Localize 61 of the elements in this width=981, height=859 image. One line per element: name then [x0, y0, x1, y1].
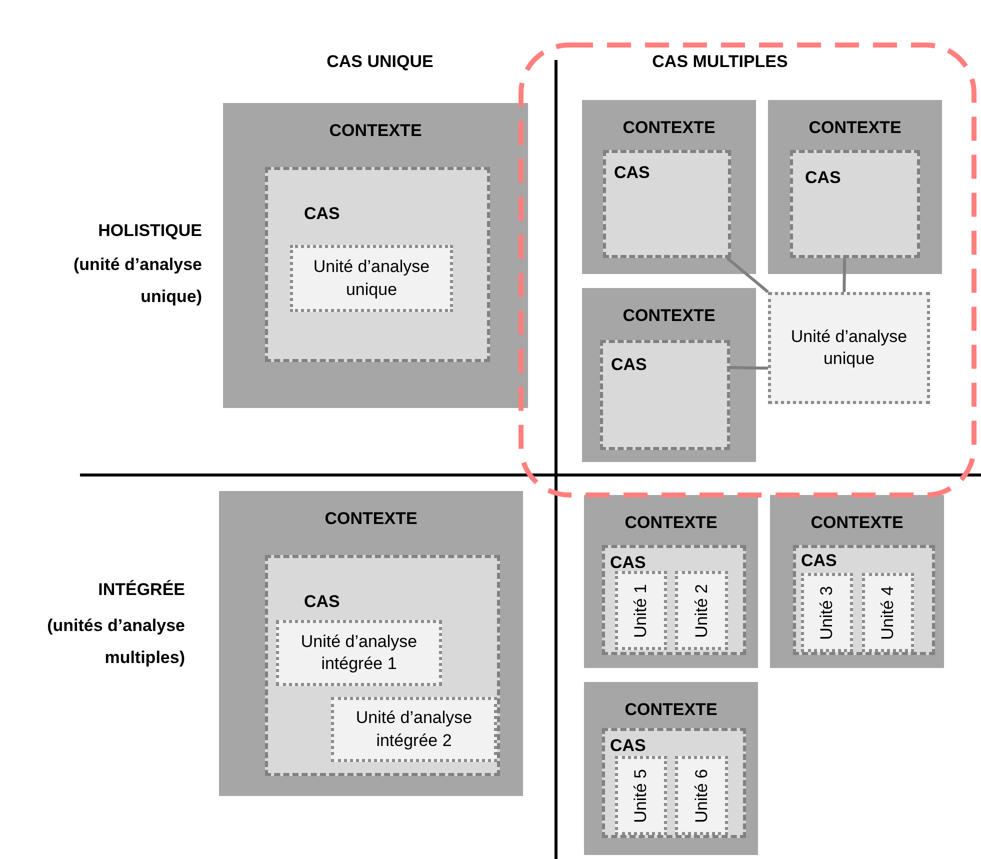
- unit-box: [675, 756, 728, 835]
- unit-label: Unité d’analyse unique: [312, 256, 431, 300]
- context-heading: CONTEXTE: [328, 121, 423, 141]
- unit-box: [290, 245, 453, 312]
- context-heading: CONTEXTE: [622, 118, 716, 138]
- unit-label: Unité d’analyse intégrée 2: [354, 707, 474, 752]
- context-heading: CONTEXTE: [810, 513, 904, 533]
- unit-box: [862, 573, 914, 652]
- connector-line: [730, 366, 768, 370]
- row-heading: INTÉGRÉE: [97, 579, 185, 601]
- unit-label: Unité 2: [692, 584, 712, 638]
- unit-label: Unité d’analyse unique: [790, 326, 908, 370]
- unit-box: [615, 756, 667, 835]
- context-box: [768, 100, 942, 274]
- case-box: [265, 167, 490, 362]
- row-heading: HOLISTIQUE: [97, 220, 202, 242]
- row-heading: (unités d’analyse multiples): [46, 615, 185, 670]
- row-heading: (unité d’analyse unique): [72, 254, 202, 308]
- unit-label: Unité 1: [631, 584, 651, 638]
- case-heading: CAS: [610, 736, 646, 756]
- context-heading: CONTEXTE: [324, 509, 418, 529]
- case-box: [602, 728, 746, 838]
- case-box: [790, 150, 920, 258]
- case-heading: CAS: [805, 168, 841, 188]
- column-heading: CAS MULTIPLES: [651, 51, 789, 73]
- unit-box: [801, 573, 853, 652]
- unit-label: Unité 6: [692, 768, 712, 822]
- column-heading: CAS UNIQUE: [326, 51, 434, 73]
- case-heading: CAS: [614, 163, 650, 183]
- context-box: [219, 491, 523, 796]
- case-heading: CAS: [304, 204, 340, 224]
- unit-box: [615, 571, 667, 650]
- context-heading: CONTEXTE: [624, 700, 718, 720]
- unit-box: [331, 697, 497, 762]
- context-heading: CONTEXTE: [624, 513, 718, 533]
- case-box: [603, 150, 731, 258]
- unit-label: Unité 5: [631, 768, 651, 822]
- context-heading: CONTEXTE: [622, 306, 716, 326]
- unit-box: [768, 292, 930, 404]
- context-box: [770, 495, 944, 668]
- case-box: [600, 340, 730, 450]
- case-box: [793, 545, 935, 655]
- context-box: [582, 288, 756, 462]
- context-box: [584, 682, 758, 855]
- context-heading: CONTEXTE: [808, 118, 902, 138]
- case-heading: CAS: [801, 551, 837, 571]
- unit-label: Unité 4: [878, 586, 898, 640]
- unit-label: Unité d’analyse intégrée 1: [300, 630, 418, 675]
- context-box: [223, 103, 528, 408]
- case-heading: CAS: [611, 355, 647, 375]
- unit-box: [276, 620, 442, 686]
- connector-line: [842, 258, 846, 292]
- case-box: [602, 545, 746, 655]
- connector-line: [726, 256, 769, 294]
- case-box: [265, 555, 500, 776]
- case-heading: CAS: [304, 592, 340, 612]
- context-box: [584, 495, 758, 668]
- unit-label: Unité 3: [817, 586, 837, 640]
- context-box: [582, 100, 756, 274]
- unit-box: [675, 571, 728, 650]
- case-heading: CAS: [610, 553, 646, 573]
